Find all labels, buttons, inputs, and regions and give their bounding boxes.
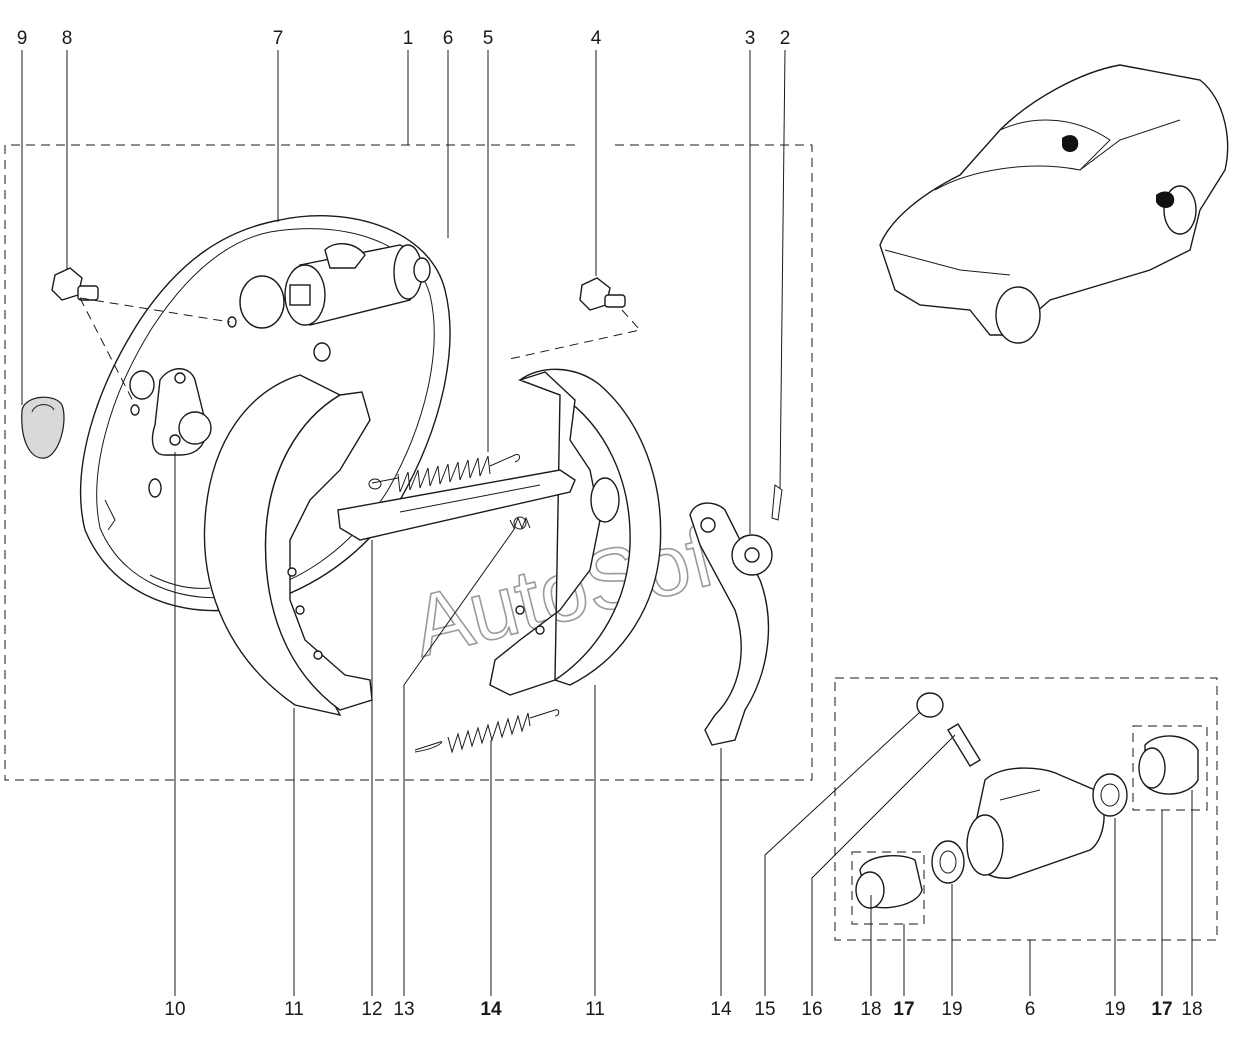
bottom-leader-line xyxy=(811,734,956,996)
bottom-callout-label: 14 xyxy=(710,999,732,1020)
car-illustration xyxy=(879,64,1229,344)
top-callout-label: 1 xyxy=(403,28,414,49)
bottom-callout-label: 19 xyxy=(1104,999,1125,1020)
cotter-pin-2 xyxy=(771,484,783,521)
bottom-callout-label: 19 xyxy=(941,999,962,1020)
bottom-labels: 10 11 12 13 14 11 14 15 16 18 17 19 6 19 17 18 xyxy=(164,999,1202,1020)
top-callout-label: 8 xyxy=(62,28,73,49)
brake-shoe-right xyxy=(489,368,662,696)
top-callout-label: 5 xyxy=(483,28,494,49)
main-assembly-frame xyxy=(4,144,813,781)
bolt-4 xyxy=(504,277,641,361)
top-leader-line xyxy=(779,49,786,489)
strut-bar xyxy=(337,469,576,541)
bottom-callout-label: 17 xyxy=(1151,999,1172,1020)
wheel-cylinder-group-frame xyxy=(834,677,1218,941)
bottom-callout-label: 11 xyxy=(585,999,605,1020)
upper-spring xyxy=(368,453,520,493)
anchor-bracket xyxy=(151,368,212,456)
inset-cylinder-body xyxy=(966,767,1105,879)
bottom-callout-label: 15 xyxy=(754,999,775,1020)
bottom-callout-label: 6 xyxy=(1025,999,1036,1020)
bottom-callout-label: 18 xyxy=(860,999,881,1020)
bottom-callout-label: 17 xyxy=(893,999,914,1020)
inset-seal-right-19 xyxy=(1092,773,1128,817)
inset-bleeder-16 xyxy=(947,723,981,767)
washer-3 xyxy=(731,534,773,576)
bottom-callout-label: 10 xyxy=(164,999,185,1020)
bolt-8 xyxy=(51,267,99,301)
top-callout-label: 7 xyxy=(273,28,284,49)
top-callout-label: 4 xyxy=(591,28,602,49)
top-labels: 9 8 7 1 6 5 4 3 2 xyxy=(17,28,791,49)
inset-dust-cap-15 xyxy=(916,692,944,718)
bottom-callout-label: 12 xyxy=(361,999,382,1020)
inset-piston-left-18 xyxy=(855,855,923,909)
top-callout-label: 2 xyxy=(780,28,791,49)
lower-spring xyxy=(414,709,560,754)
bottom-callout-label: 14 xyxy=(480,999,502,1020)
bottom-callout-label: 16 xyxy=(801,999,822,1020)
small-spring xyxy=(509,516,531,530)
bottom-callout-label: 18 xyxy=(1181,999,1202,1020)
leader-lines xyxy=(21,49,1193,996)
top-callout-label: 3 xyxy=(745,28,756,49)
brake-shoe-left xyxy=(203,374,373,717)
inset-piston-right-18 xyxy=(1138,735,1199,795)
bottom-callout-label: 11 xyxy=(284,999,304,1020)
top-callout-label: 9 xyxy=(17,28,28,49)
top-callout-label: 6 xyxy=(443,28,454,49)
inset-seal-left-19 xyxy=(931,840,965,884)
bottom-leader-line xyxy=(764,711,921,996)
plug-9 xyxy=(21,396,65,459)
bottom-leader-line xyxy=(403,527,516,996)
wheel-cylinder-on-plate xyxy=(284,243,431,326)
bottom-callout-label: 13 xyxy=(393,999,414,1020)
bolt-8-arrows xyxy=(79,297,231,406)
